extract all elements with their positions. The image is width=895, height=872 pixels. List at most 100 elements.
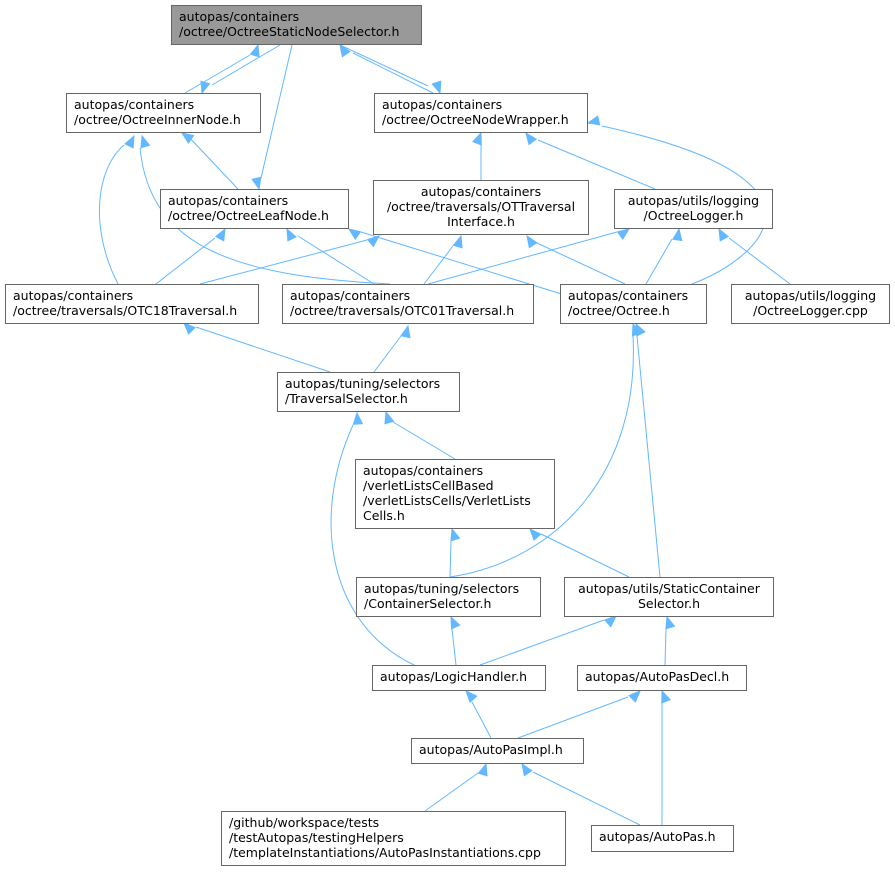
- node-line: /octree/OctreeNodeWrapper.h: [382, 112, 569, 127]
- edge-logic-to-travsel-arrowhead: [352, 411, 364, 425]
- edge-otc01-to-logger-arrowhead: [616, 228, 631, 241]
- node-ot-traversal-interface[interactable]: autopas/containers /octree/traversals/OT…: [373, 180, 589, 235]
- edge-otc18-to-leaf-arrowhead: [214, 227, 226, 242]
- node-line: autopas/containers: [420, 184, 542, 199]
- node-line: /TraversalSelector.h: [285, 391, 408, 406]
- node-line: autopas/AutoPas.h: [599, 829, 716, 844]
- edge-inner-to-selector-arrowhead: [249, 43, 260, 58]
- node-autopas-h[interactable]: autopas/AutoPas.h: [591, 825, 734, 852]
- edge-autopas-to-decl-arrowhead: [661, 689, 672, 704]
- edge-selector-to-wrapper-arrowhead: [431, 80, 442, 95]
- edge-otc01-to-leaf-arrowhead: [286, 227, 297, 242]
- node-line: Selector.h: [637, 596, 701, 611]
- node-autopas-instantiations[interactable]: /github/workspace/tests /testAutopas/tes…: [221, 811, 566, 866]
- edge-loggercpp-to-logger: [728, 237, 791, 285]
- edge-decl-to-staticsel-arrowhead: [665, 615, 676, 630]
- node-line: autopas/LogicHandler.h: [380, 669, 528, 684]
- edge-travsel-to-otc18: [195, 326, 331, 373]
- node-octree-node-wrapper[interactable]: autopas/containers /octree/OctreeNodeWra…: [374, 93, 588, 133]
- edge-staticsel-to-octree-arrowhead: [635, 322, 646, 337]
- node-verlet-lists-cells[interactable]: autopas/containers /verletListsCellBased…: [355, 459, 555, 529]
- edge-loggercpp-to-logger-arrowhead: [718, 227, 730, 242]
- edge-otc01-to-ottrav: [423, 245, 454, 285]
- node-octree-static-node-selector[interactable]: autopas/containers /octree/OctreeStaticN…: [171, 5, 422, 45]
- edge-otc01-to-ottrav-arrowhead: [452, 234, 463, 249]
- edge-verlet-to-travsel: [392, 421, 456, 460]
- node-line: Interface.h: [447, 214, 515, 229]
- node-line: /octree/OctreeStaticNodeSelector.h: [179, 24, 400, 39]
- edge-otc01-to-inner: [139, 147, 391, 285]
- edge-impl-to-logic-arrowhead: [465, 690, 478, 704]
- edge-octree-to-logger-arrowhead: [672, 227, 683, 242]
- edge-verlet-to-travsel-arrowhead: [384, 410, 395, 425]
- node-line: /verletListsCells/VerletLists: [363, 493, 531, 508]
- edge-wrapper-to-selector: [352, 52, 434, 94]
- edge-logic-to-staticsel: [479, 619, 605, 666]
- edge-selector-to-leaf-arrowhead: [251, 176, 262, 191]
- node-line: autopas/utils/logging: [627, 193, 760, 208]
- node-otc01-traversal[interactable]: autopas/containers /octree/traversals/OT…: [282, 284, 534, 324]
- node-traversal-selector[interactable]: autopas/tuning/selectors /TraversalSelec…: [277, 372, 460, 412]
- edge-travsel-to-otc01-arrowhead: [400, 324, 411, 339]
- edge-staticsel-to-octree: [636, 335, 661, 578]
- node-octree-logger-cpp[interactable]: autopas/utils/logging /OctreeLogger.cpp: [731, 284, 890, 324]
- edge-octree-to-logger: [645, 238, 673, 285]
- edge-staticsel-to-verlet: [540, 533, 630, 578]
- edge-inst-to-impl-arrowhead: [477, 762, 488, 777]
- node-container-selector[interactable]: autopas/tuning/selectors /ContainerSelec…: [356, 577, 541, 617]
- edge-logic-to-staticsel-arrowhead: [603, 615, 617, 628]
- node-line: autopas/utils/logging: [744, 288, 877, 303]
- edge-otc18-to-ottrav: [199, 239, 368, 285]
- node-line: /testAutopas/testingHelpers: [229, 830, 404, 845]
- node-line: autopas/containers: [13, 288, 134, 303]
- node-line: autopas/tuning/selectors: [364, 581, 520, 596]
- edge-logic-to-contsel: [451, 628, 457, 666]
- edge-impl-to-decl-arrowhead: [628, 690, 641, 703]
- node-line: /octree/traversals/OTTraversal: [386, 199, 576, 214]
- node-otc18-traversal[interactable]: autopas/containers /octree/traversals/OT…: [5, 284, 259, 324]
- node-octree-h[interactable]: autopas/containers /octree/Octree.h: [560, 284, 707, 324]
- edge-staticsel-to-verlet-arrowhead: [529, 528, 542, 542]
- edge-inner-to-leaf-arrowhead: [180, 132, 195, 144]
- edge-wrapper-to-selector-arrowhead: [339, 43, 351, 58]
- node-line: /octree/Octree.h: [568, 303, 670, 318]
- edge-travsel-to-otc01: [373, 335, 402, 373]
- edge-selector-to-inner-arrowhead: [200, 80, 211, 95]
- node-line: /octree/traversals/OTC01Traversal.h: [290, 303, 515, 318]
- node-line: autopas/containers: [290, 288, 411, 303]
- edge-otc18-to-ottrav-arrowhead: [366, 235, 381, 248]
- edge-logic-to-contsel-arrowhead: [450, 615, 461, 630]
- node-autopas-impl[interactable]: autopas/AutoPasImpl.h: [411, 738, 584, 764]
- node-line: /verletListsCellBased: [363, 478, 494, 493]
- edge-selector-to-inner: [211, 44, 281, 86]
- node-octree-logger-h[interactable]: autopas/utils/logging /OctreeLogger.h: [614, 189, 773, 229]
- node-line: autopas/containers: [568, 288, 689, 303]
- node-logic-handler[interactable]: autopas/LogicHandler.h: [372, 665, 546, 691]
- edge-logic-to-travsel: [330, 424, 415, 666]
- node-line: autopas/containers: [168, 193, 289, 208]
- node-line: autopas/utils/StaticContainer: [578, 581, 760, 596]
- node-line: autopas/containers: [74, 97, 195, 112]
- edge-otc18-to-inner-arrowhead: [124, 134, 135, 149]
- node-octree-inner-node[interactable]: autopas/containers /octree/OctreeInnerNo…: [66, 93, 261, 133]
- edge-octree-to-ottrav: [536, 242, 626, 285]
- edge-contsel-to-verlet: [449, 540, 452, 578]
- node-static-container-selector[interactable]: autopas/utils/StaticContainer Selector.h: [564, 577, 774, 617]
- node-autopas-decl[interactable]: autopas/AutoPasDecl.h: [577, 665, 747, 691]
- edge-travsel-to-otc18-arrowhead: [183, 322, 196, 335]
- node-line: autopas/containers: [382, 97, 503, 112]
- node-line: autopas/containers: [179, 9, 300, 24]
- node-line: /OctreeLogger.h: [643, 208, 744, 223]
- edge-ottrav-to-wrapper-arrowhead: [471, 131, 482, 146]
- edge-contsel-to-verlet-arrowhead: [450, 527, 461, 542]
- edge-logger-to-wrapper: [537, 139, 656, 190]
- edge-logger-to-wrapper-arrowhead: [525, 131, 538, 146]
- edge-inner-to-selector: [184, 54, 251, 94]
- edge-inst-to-impl: [424, 772, 479, 812]
- node-line: /octree/OctreeLeafNode.h: [168, 208, 329, 223]
- node-octree-leaf-node[interactable]: autopas/containers /octree/OctreeLeafNod…: [160, 189, 349, 229]
- edge-selector-to-wrapper: [339, 44, 429, 87]
- edge-decl-to-staticsel: [664, 628, 667, 666]
- edge-inner-to-leaf: [186, 134, 239, 190]
